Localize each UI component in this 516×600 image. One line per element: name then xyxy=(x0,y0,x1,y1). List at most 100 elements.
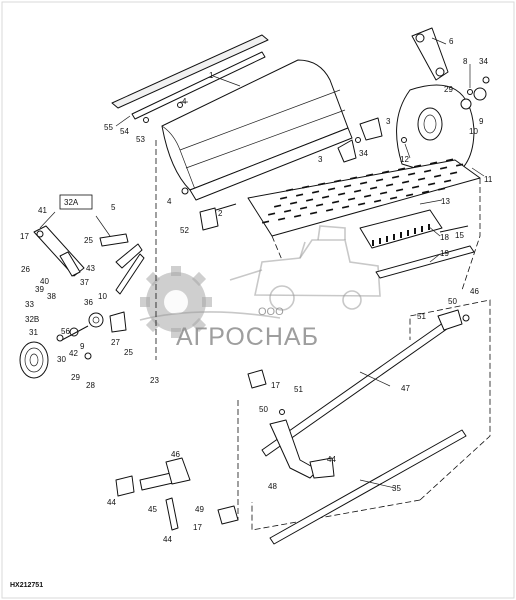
latch-bracket-3-upper xyxy=(359,117,383,141)
callout-1: 1 xyxy=(209,71,214,80)
grate-slot xyxy=(358,202,366,206)
callout-34-center: 34 xyxy=(359,149,368,158)
nut-34-top xyxy=(482,76,490,84)
grate-slot xyxy=(300,206,308,210)
grate-slot xyxy=(428,182,436,186)
bolt-4-left xyxy=(181,187,189,195)
callout-56: 56 xyxy=(61,327,70,336)
grate-slot xyxy=(350,176,358,180)
callout-51-right: 51 xyxy=(417,312,426,321)
grate-slot xyxy=(408,172,416,176)
grate-slot xyxy=(328,187,336,191)
callout-26: 26 xyxy=(21,265,30,274)
grate-slot xyxy=(402,180,410,184)
grate-slot xyxy=(446,158,454,162)
upper-cover-assembly xyxy=(111,34,383,231)
bracket-52 xyxy=(199,207,219,231)
callout-51-center: 51 xyxy=(294,385,303,394)
grate-slot xyxy=(364,194,372,198)
plate-slot xyxy=(379,238,381,244)
grate-slot xyxy=(360,181,368,185)
grate-slot xyxy=(316,203,324,207)
bolt-50-center xyxy=(279,409,285,415)
hub-10 xyxy=(88,312,104,328)
grate-slot xyxy=(326,208,334,212)
grate-slot xyxy=(413,164,422,168)
grate-slot xyxy=(412,185,420,189)
callout-19: 19 xyxy=(440,249,449,258)
spring-26 xyxy=(59,251,81,277)
callout-4-left: 4 xyxy=(167,197,172,206)
plate-slot xyxy=(407,230,409,236)
callout-32b: 32B xyxy=(25,315,39,324)
plate-slot xyxy=(386,236,388,242)
agrosnab-watermark: ООО АГРОСНАБ xyxy=(139,225,381,351)
grate-slot xyxy=(424,169,432,173)
callout-23: 23 xyxy=(150,376,159,385)
callout-31: 31 xyxy=(29,328,38,337)
grate-slot xyxy=(437,187,446,191)
grate-slot xyxy=(274,204,282,208)
gear-logo-icon xyxy=(139,266,281,338)
rod-35 xyxy=(269,429,467,545)
grate-slot xyxy=(380,191,388,195)
callout-11: 11 xyxy=(484,175,493,184)
grate-slot xyxy=(317,182,326,186)
nut-29 xyxy=(84,352,92,360)
handle-44-lower xyxy=(165,497,179,531)
callout-37: 37 xyxy=(80,278,89,287)
callout-48: 48 xyxy=(268,482,277,491)
callout-47: 47 xyxy=(401,384,410,393)
callout-54: 54 xyxy=(120,127,129,136)
plate-slot xyxy=(372,240,374,246)
pulley-30 xyxy=(19,341,49,379)
callout-52: 52 xyxy=(180,226,189,235)
bearing-hole xyxy=(417,107,443,141)
callout-49: 49 xyxy=(195,505,204,514)
grate-slot xyxy=(444,179,452,183)
grate-slot xyxy=(262,220,270,224)
washer-56 xyxy=(56,334,64,342)
callout-41: 41 xyxy=(38,206,47,215)
rod-25 xyxy=(99,233,129,247)
grate-slot xyxy=(284,209,292,213)
callout-55: 55 xyxy=(104,123,113,132)
arm-46-left xyxy=(165,457,191,485)
callout-50-center: 50 xyxy=(259,405,268,414)
grate-slot xyxy=(296,193,304,197)
callout-6: 6 xyxy=(449,37,454,46)
grate-slot xyxy=(278,217,286,221)
grate-slot xyxy=(310,211,318,215)
grate-slot xyxy=(370,186,378,190)
bracket-17 xyxy=(247,369,267,389)
grate-slot xyxy=(354,189,362,193)
bolt-4-top xyxy=(177,102,183,108)
grate-slot xyxy=(365,173,374,177)
grate-slot xyxy=(302,185,310,189)
callout-35: 35 xyxy=(392,484,401,493)
grate-slot xyxy=(332,200,340,204)
latch-bracket-3-lower xyxy=(337,139,357,163)
crank-handle-44 xyxy=(309,457,335,479)
grate-slot xyxy=(268,212,276,216)
grate-slot xyxy=(456,163,464,167)
callout-40: 40 xyxy=(40,277,49,286)
callout-28: 28 xyxy=(86,381,95,390)
callout-38: 38 xyxy=(47,292,56,301)
link-43 xyxy=(115,243,143,269)
grate-slot xyxy=(434,174,442,178)
callout-50-right: 50 xyxy=(448,297,457,306)
bearing-10 xyxy=(460,98,472,110)
callout-34-top: 34 xyxy=(479,57,488,66)
bracket-49 xyxy=(217,505,239,525)
callout-25-upper: 25 xyxy=(84,236,93,245)
callout-33: 33 xyxy=(25,300,34,309)
callout-53: 53 xyxy=(136,135,145,144)
callout-2: 2 xyxy=(218,209,223,218)
grate-slot xyxy=(341,205,350,209)
grate-slot xyxy=(376,178,384,182)
arm-46-right xyxy=(437,309,463,331)
leader-lines xyxy=(39,37,485,489)
grate-slot xyxy=(381,170,390,174)
